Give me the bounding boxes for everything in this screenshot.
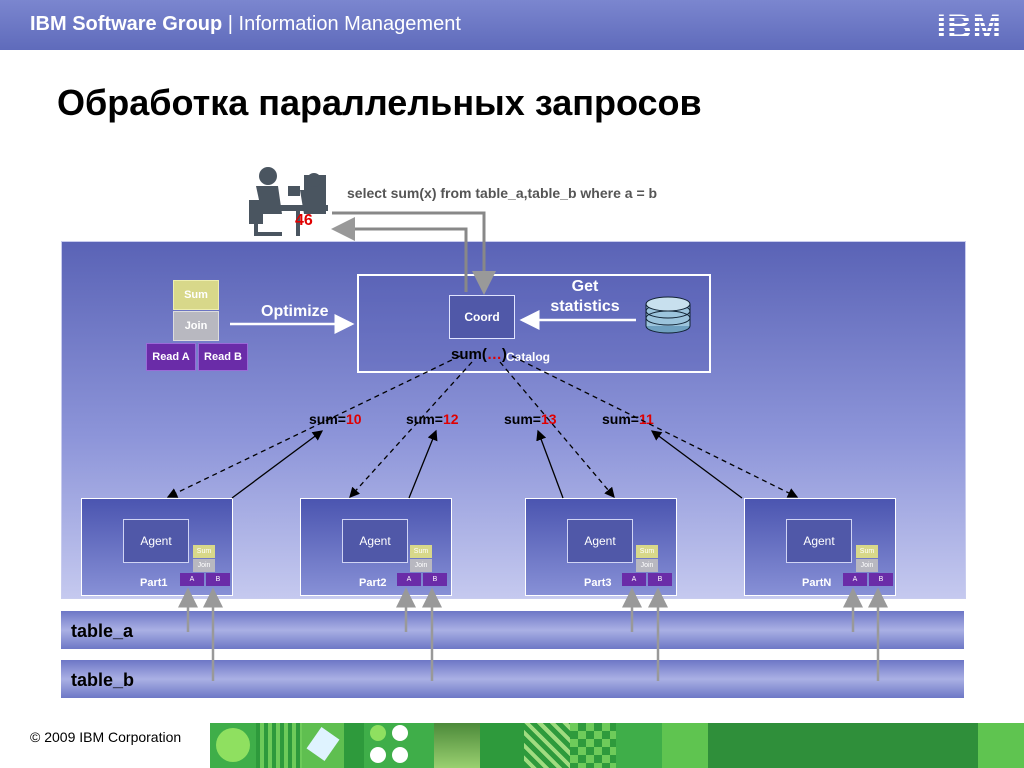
agent-3-read-b: B [648,573,672,586]
header-bar: IBM Software Group | Information Managem… [0,0,1024,50]
partial-sum-3-prefix: sum= [504,411,541,427]
catalog-label: Catalog [506,350,551,364]
footer-tile-10 [616,723,662,768]
header-group-rest: Information Management [238,13,461,35]
agent-1-read-b: B [206,573,230,586]
plan-join-block: Join [173,311,219,341]
partial-sum-3: sum=13 [504,411,557,427]
slide-title: Обработка параллельных запросов [57,82,702,123]
footer-tile-5 [364,723,434,768]
agent-1-sum: Sum [193,545,215,558]
agent-node-2: Agent [342,519,408,563]
footer-tile-13 [978,723,1024,768]
footer-tile-7 [480,723,524,768]
footer-tile-1 [210,723,256,768]
footer-tile-12 [708,723,978,768]
footer-tile-2 [256,723,302,768]
partial-sum-3-value: 13 [540,411,557,427]
plan-read-b-block: Read B [198,343,248,371]
sum-prefix: sum( [451,346,487,363]
partial-sum-1: sum=10 [309,411,362,427]
table-a-band: table_a [61,611,964,649]
part-label-n: PartN [802,577,832,589]
partial-sum-4-value: 11 [638,411,654,427]
agent-node-1: Agent [123,519,189,563]
partial-sum-1-prefix: sum= [309,411,346,427]
agent-3-sum: Sum [636,545,658,558]
footer-tile-8 [524,723,570,768]
coord-node: Coord [449,295,515,339]
result-value: 46 [295,212,313,229]
copyright-text: © 2009 IBM Corporation [30,729,182,745]
partial-sum-4-prefix: sum= [602,411,639,427]
part-label-3: Part3 [584,577,612,589]
agent-2-read-a: A [397,573,421,586]
agent-3-read-a: A [622,573,646,586]
footer-tile-11 [662,723,708,768]
get-statistics-label: Get statistics [550,278,620,315]
agent-node-n: Agent [786,519,852,563]
optimize-label: Optimize [261,303,329,320]
partial-sum-2: sum=12 [406,411,459,427]
table-a-label: table_a [71,621,134,641]
plan-read-a-block: Read A [146,343,196,371]
footer-tile-9 [570,723,616,768]
table-b-band: table_b [61,660,964,698]
part-label-1: Part1 [140,577,168,589]
agent-n-join: Join [856,559,878,572]
partial-sum-4: sum=11 [602,411,654,427]
plan-sum-block: Sum [173,280,219,310]
agent-2-sum: Sum [410,545,432,558]
agent-n-sum: Sum [856,545,878,558]
footer-tile-6 [434,723,480,768]
agent-2-join: Join [410,559,432,572]
header-group-bold: IBM Software Group [30,13,223,35]
header-separator: | [222,13,239,35]
ibm-logo: IBM [936,8,1002,46]
footer-tile-3 [302,723,344,768]
agent-1-join: Join [193,559,215,572]
agent-1-read-a: A [180,573,204,586]
sum-suffix: ) [501,346,507,363]
agent-2-read-b: B [423,573,447,586]
header-title: IBM Software Group | Information Managem… [30,13,461,36]
coord-sum-expression: sum(…) [451,346,507,363]
agent-n-read-a: A [843,573,867,586]
sql-query-text: select sum(x) from table_a,table_b where… [347,185,658,201]
partial-sum-2-value: 12 [442,411,459,427]
table-b-label: table_b [71,670,135,690]
partial-sum-1-value: 10 [345,411,362,427]
footer-white-tile [0,723,210,768]
agent-3-join: Join [636,559,658,572]
partial-sum-2-prefix: sum= [406,411,443,427]
footer-tile-4 [344,723,364,768]
agent-node-3: Agent [567,519,633,563]
agent-n-read-b: B [869,573,893,586]
sum-dots: … [486,346,502,363]
part-label-2: Part2 [359,577,387,589]
